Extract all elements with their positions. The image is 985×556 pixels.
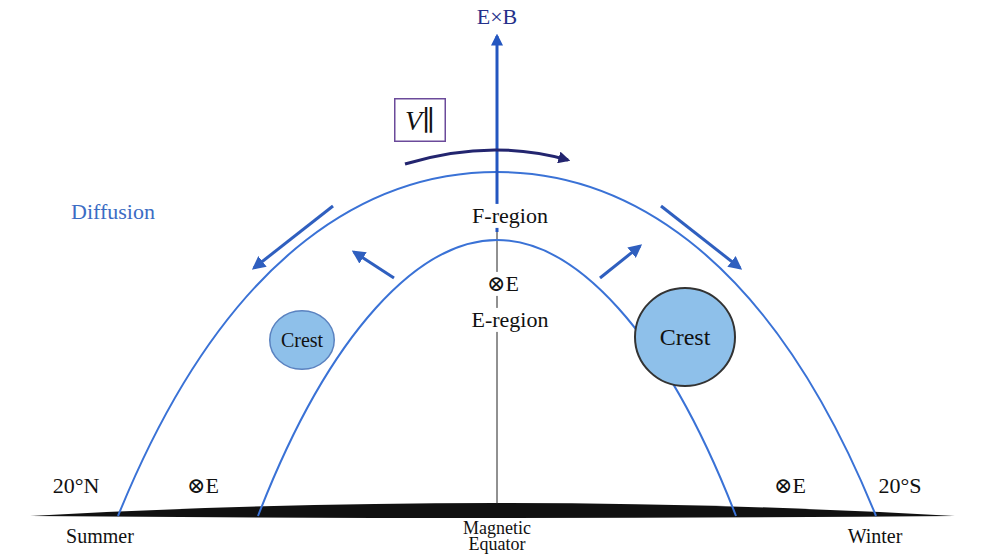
node-text: Crest <box>660 324 711 351</box>
outer-field-line <box>118 172 876 516</box>
node-text: Crest <box>281 329 323 352</box>
diffusion-arrow <box>661 206 740 268</box>
crest-circle: Crest <box>634 287 736 387</box>
ellipse-shape <box>270 311 335 370</box>
diffusion-arrow <box>254 206 333 268</box>
season-label: Summer <box>63 525 137 547</box>
equator-label: Magnetic Equator <box>449 520 545 552</box>
box-shape <box>395 99 446 142</box>
parallel-flow-arrow <box>405 150 568 164</box>
velocity-box: V∥ <box>394 98 446 142</box>
earth-surface <box>30 503 955 518</box>
inner-field-line <box>258 240 736 516</box>
field-symbol: ⊗E <box>184 474 222 498</box>
ellipse-shape <box>635 288 735 386</box>
node-text: V∥ <box>405 104 435 137</box>
uplift-arrow <box>354 252 394 278</box>
drift-label: E×B <box>474 5 521 29</box>
season-label: Winter <box>845 525 906 547</box>
field-symbol: ⊗E <box>771 474 809 498</box>
region-label: F-region <box>469 204 551 228</box>
field-symbol: ⊗E <box>484 272 522 296</box>
latitude-label: 20°N <box>50 474 103 498</box>
process-label: Diffusion <box>68 200 158 224</box>
exb-arrow <box>496 36 499 232</box>
crest-circle: Crest <box>269 310 335 370</box>
uplift-arrow <box>600 246 640 278</box>
region-label: E-region <box>469 308 552 332</box>
latitude-label: 20°S <box>875 474 924 498</box>
